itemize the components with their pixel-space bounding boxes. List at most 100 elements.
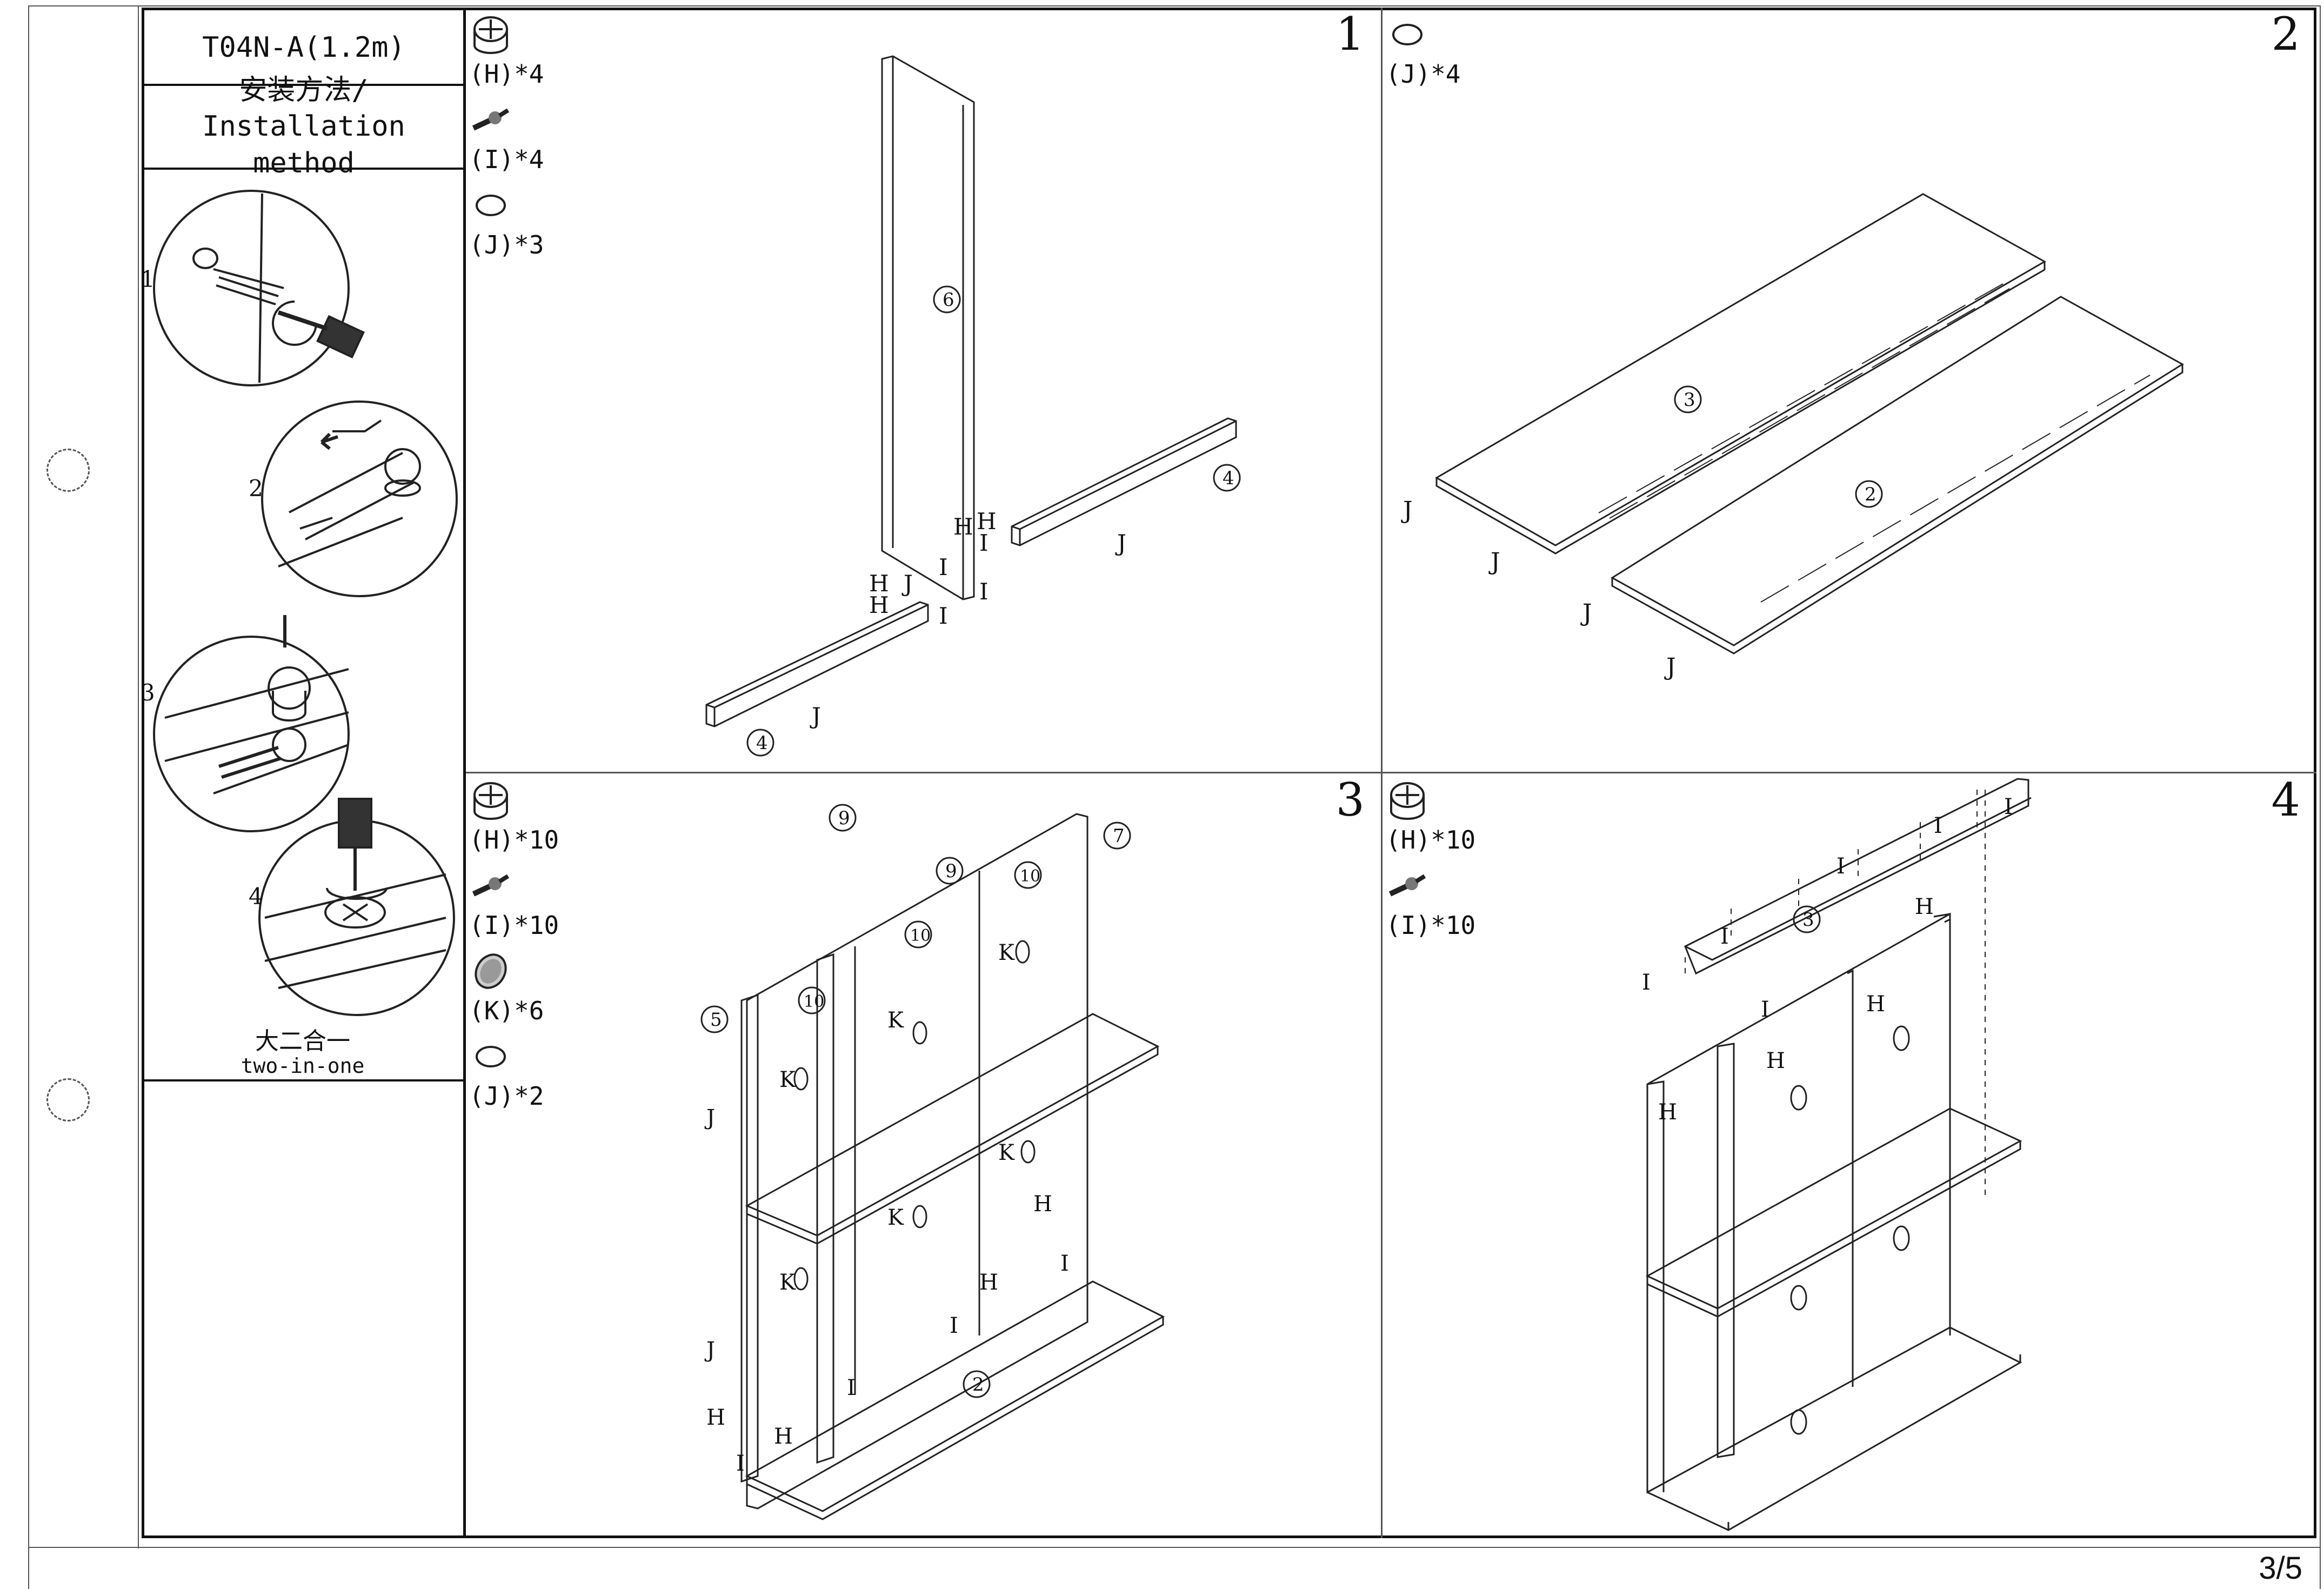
left-margin-line	[138, 5, 139, 1548]
part-label: (I)*4	[469, 145, 544, 174]
svg-text:I: I	[736, 1451, 745, 1476]
svg-text:H: H	[953, 513, 973, 540]
dowel-bolt-icon	[472, 874, 510, 897]
method-step-4: 4	[249, 883, 263, 910]
part-i: (I)*10	[469, 864, 559, 940]
svg-text:I: I	[939, 603, 948, 629]
svg-text:I: I	[979, 530, 989, 556]
dowel-bolt-icon	[472, 108, 510, 131]
method-step-1: 1	[143, 266, 155, 292]
svg-text:J: J	[810, 703, 821, 729]
callout: 4	[1223, 468, 1234, 489]
cam-lock-icon	[473, 16, 508, 54]
part-label: (J)*2	[469, 1081, 544, 1111]
svg-text:J: J	[901, 570, 913, 597]
part-label: (H)*10	[1386, 825, 1476, 854]
footer-line	[28, 1547, 2321, 1548]
callout: 9	[838, 807, 850, 829]
callout: 10	[1020, 867, 1040, 886]
svg-text:H: H	[1658, 1100, 1677, 1125]
part-h: (H)*4	[469, 13, 544, 89]
svg-text:I: I	[950, 1313, 958, 1338]
svg-text:K: K	[998, 940, 1015, 965]
callout: 3	[1684, 389, 1695, 411]
model-title: T04N-A(1.2m)	[202, 31, 405, 64]
svg-text:J: J	[1664, 653, 1676, 681]
binder-hole-top	[46, 449, 90, 492]
callout: 4	[756, 732, 768, 754]
part-h: (H)*10	[469, 779, 559, 854]
cover-cap-icon	[476, 195, 506, 216]
svg-text:J: J	[1580, 599, 1592, 627]
step-1-panel: 1 (H)*4 (I)*4 (J)*3 4 6 4 H H H H	[466, 8, 1381, 772]
step-3-panel: 3 (H)*10 (I)*10 (K)*6 (J)*2	[466, 773, 1381, 1538]
part-label: (I)*10	[469, 911, 559, 940]
svg-text:H: H	[706, 1405, 725, 1430]
method-title: 安装方法/ Installation method	[144, 74, 463, 179]
part-label: (K)*6	[469, 996, 544, 1025]
step-2-number: 2	[2271, 8, 2300, 61]
method-title-cn: 安装方法/	[239, 74, 369, 106]
step-4-number: 4	[2271, 773, 2300, 826]
step-3-number: 3	[1335, 773, 1365, 826]
svg-text:J: J	[1401, 497, 1413, 524]
svg-text:H: H	[869, 570, 889, 597]
svg-text:J: J	[704, 1338, 715, 1363]
svg-text:I: I	[1761, 997, 1769, 1022]
svg-text:K: K	[887, 1205, 904, 1230]
part-h: (H)*10	[1386, 779, 1475, 854]
cam-lock-icon	[1390, 782, 1425, 820]
cover-cap-icon	[476, 1046, 506, 1067]
method-divider	[142, 168, 464, 170]
step-1-diagram: 4 6 4 H H H H I I I I J J J	[705, 55, 1241, 757]
callout: 2	[1865, 484, 1876, 505]
svg-text:I: I	[1934, 813, 1942, 838]
left-column-divider	[463, 8, 466, 1538]
svg-text:I: I	[939, 554, 948, 580]
svg-text:H: H	[774, 1424, 793, 1449]
part-j: (J)*4	[1386, 13, 1460, 89]
method-title-en: Installation method	[202, 110, 405, 179]
step-2-parts: (J)*4	[1386, 13, 1460, 89]
svg-text:I: I	[1642, 970, 1651, 995]
binder-hole-bottom	[46, 1078, 90, 1121]
step-4-panel: 4 (H)*10 (I)*10 3 I I I	[1383, 773, 2316, 1538]
installation-method-illustration: 1 2 3 4	[143, 190, 458, 1016]
part-label: (I)*10	[1386, 911, 1476, 940]
svg-text:H: H	[1766, 1049, 1785, 1073]
callout: 2	[972, 1374, 984, 1396]
part-j: (J)*3	[469, 184, 544, 259]
svg-text:H: H	[979, 1270, 998, 1295]
svg-text:J: J	[704, 1105, 715, 1130]
outer-frame	[28, 5, 2321, 1589]
svg-text:H: H	[977, 508, 997, 535]
step-1-parts: (H)*4 (I)*4 (J)*3	[469, 13, 544, 259]
svg-text:K: K	[779, 1270, 796, 1295]
svg-text:I: I	[847, 1376, 856, 1400]
mesh-cap-icon	[475, 953, 507, 989]
svg-text:I: I	[1060, 1251, 1069, 1276]
part-j: (J)*2	[469, 1035, 559, 1111]
method-step-3: 3	[143, 679, 155, 706]
step-2-panel: 2 (J)*4 3 2 J J J J	[1383, 8, 2316, 772]
part-k: (K)*6	[469, 950, 559, 1025]
step-1-number: 1	[1335, 8, 1365, 61]
callout: 3	[1802, 909, 1814, 931]
svg-text:I: I	[979, 578, 989, 605]
callout: 7	[1113, 825, 1125, 847]
svg-text:J: J	[1115, 530, 1126, 556]
svg-text:H: H	[1033, 1192, 1052, 1217]
svg-text:H: H	[1866, 992, 1885, 1017]
step-3-diagram: 9 9 7 10 10 10 5 2 K K K K K K J J H H H…	[700, 804, 1165, 1520]
step-3-parts: (H)*10 (I)*10 (K)*6 (J)*2	[469, 779, 559, 1111]
cover-cap-icon	[1392, 24, 1423, 45]
svg-text:K: K	[779, 1067, 796, 1092]
svg-text:H: H	[1915, 894, 1934, 919]
part-label: (H)*10	[469, 825, 559, 854]
callout: 10	[910, 926, 931, 945]
part-label: (J)*4	[1386, 59, 1461, 89]
step-4-parts: (H)*10 (I)*10	[1386, 779, 1475, 940]
part-i: (I)*4	[469, 98, 544, 174]
title-divider	[142, 84, 464, 86]
page-number: 3/5	[2259, 1551, 2302, 1586]
